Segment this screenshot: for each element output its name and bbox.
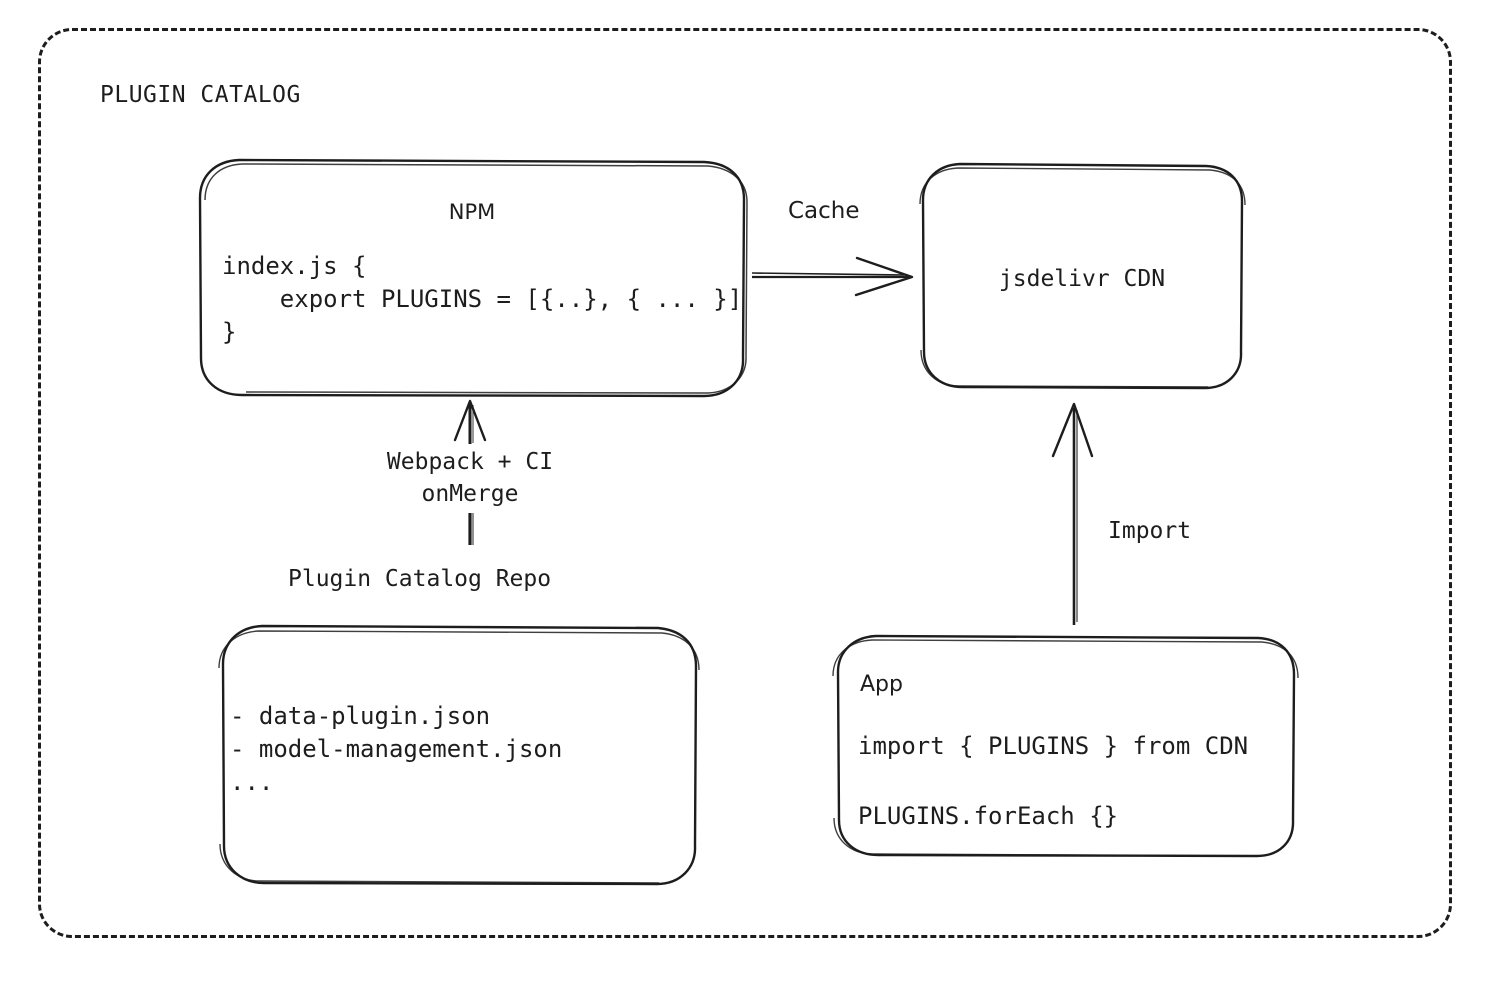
repo-caption: Plugin Catalog Repo (288, 566, 552, 592)
app-code-foreach: PLUGINS.forEach {} (858, 802, 1119, 830)
node-jsdelivr-cdn[interactable]: jsdelivr CDN (918, 160, 1246, 392)
edge-label-import: Import (1108, 518, 1192, 544)
repo-box-outline (218, 624, 700, 886)
edge-label-cache: Cache (788, 198, 860, 224)
repo-file-list: - data-plugin.json - model-management.js… (230, 702, 563, 796)
diagram-title: PLUGIN CATALOG (100, 82, 301, 108)
app-code-import: import { PLUGINS } from CDN (858, 732, 1249, 760)
npm-code-block: index.js { export PLUGINS = [{..}, { ...… (222, 252, 743, 346)
cdn-title: jsdelivr CDN (998, 266, 1166, 292)
node-plugin-catalog-repo[interactable]: - data-plugin.json - model-management.js… (218, 622, 700, 890)
npm-title: NPM (448, 200, 496, 224)
plugin-catalog-boundary (38, 28, 1452, 938)
app-box-outline (832, 634, 1299, 858)
edge-label-webpack-ci: Webpack + CI onMerge (386, 449, 554, 507)
npm-box-outline (198, 158, 748, 398)
node-npm[interactable]: NPM index.js { export PLUGINS = [{..}, {… (196, 156, 748, 400)
app-title: App (860, 672, 903, 697)
node-app[interactable]: App import { PLUGINS } from CDN PLUGINS.… (832, 632, 1300, 860)
cdn-box-outline (919, 162, 1246, 390)
